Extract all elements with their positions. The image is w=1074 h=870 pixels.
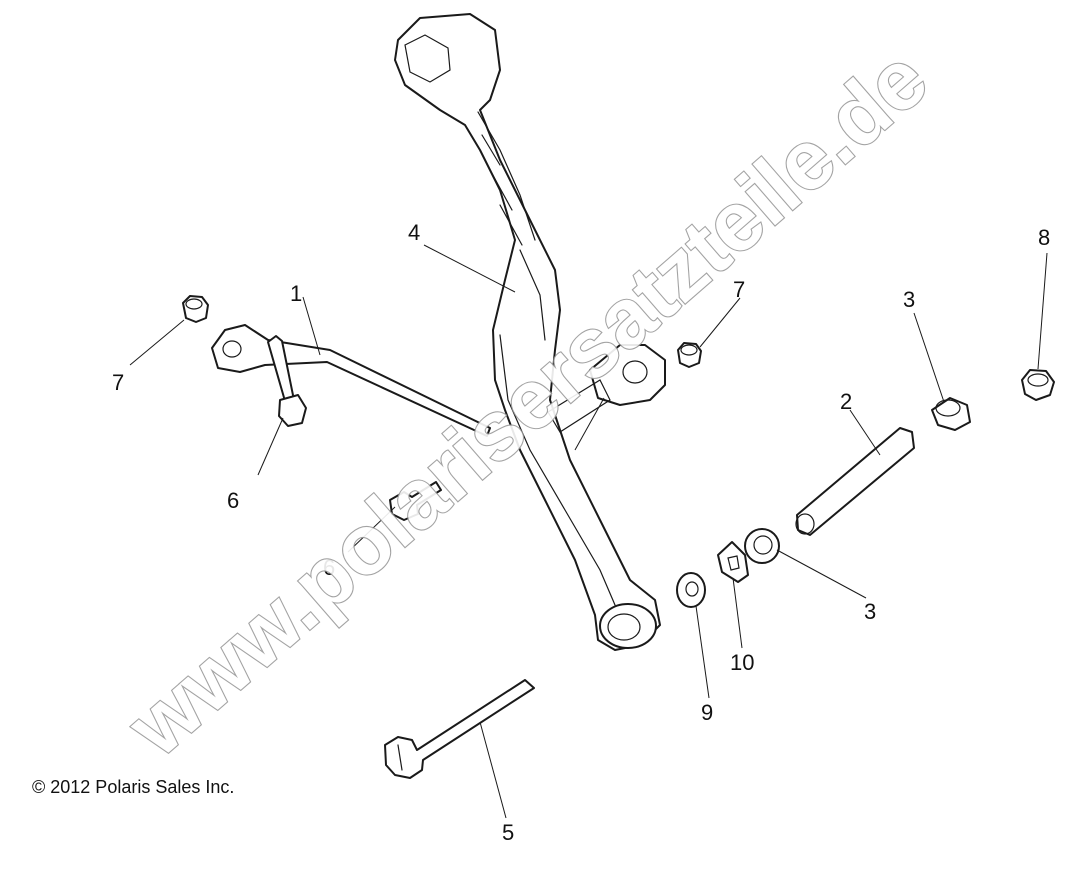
- copyright-text: © 2012 Polaris Sales Inc.: [32, 777, 235, 797]
- watermark: www.polarisersatzteile.de: [109, 31, 944, 774]
- callout-10: 10: [730, 650, 754, 675]
- part-3-bushing-lower: [744, 528, 780, 564]
- callout-6-upper: 6: [227, 488, 239, 513]
- callout-6-lower: 6: [323, 555, 335, 580]
- part-9-washer: [676, 572, 706, 608]
- callout-3-lower: 3: [864, 599, 876, 624]
- callout-7-center: 7: [733, 277, 745, 302]
- callout-7-left: 7: [112, 370, 124, 395]
- part-4-pedal-arm: [394, 13, 661, 651]
- part-2-pin: [795, 427, 915, 536]
- callout-3-upper: 3: [903, 287, 915, 312]
- callout-4: 4: [408, 220, 420, 245]
- callout-2: 2: [840, 389, 852, 414]
- callout-1: 1: [290, 281, 302, 306]
- clevis-bracket: [547, 344, 666, 433]
- part-6-bolt-lower: [389, 481, 442, 521]
- callout-9: 9: [701, 700, 713, 725]
- part-3-bushing-upper: [931, 397, 971, 431]
- part-8-flange-nut: [1021, 369, 1055, 401]
- part-7-nut-left: [182, 295, 209, 323]
- callout-8: 8: [1038, 225, 1050, 250]
- leader-lines: [129, 244, 1048, 819]
- callout-numbers: 4 1 7 6 6 7 3 8 2 3 10 9 5: [112, 220, 1050, 845]
- part-7-nut-center: [677, 342, 702, 368]
- part-6-bolt-upper: [267, 335, 307, 427]
- part-10-spring-washer: [717, 541, 749, 583]
- callout-5: 5: [502, 820, 514, 845]
- part-5-long-bolt: [384, 679, 535, 779]
